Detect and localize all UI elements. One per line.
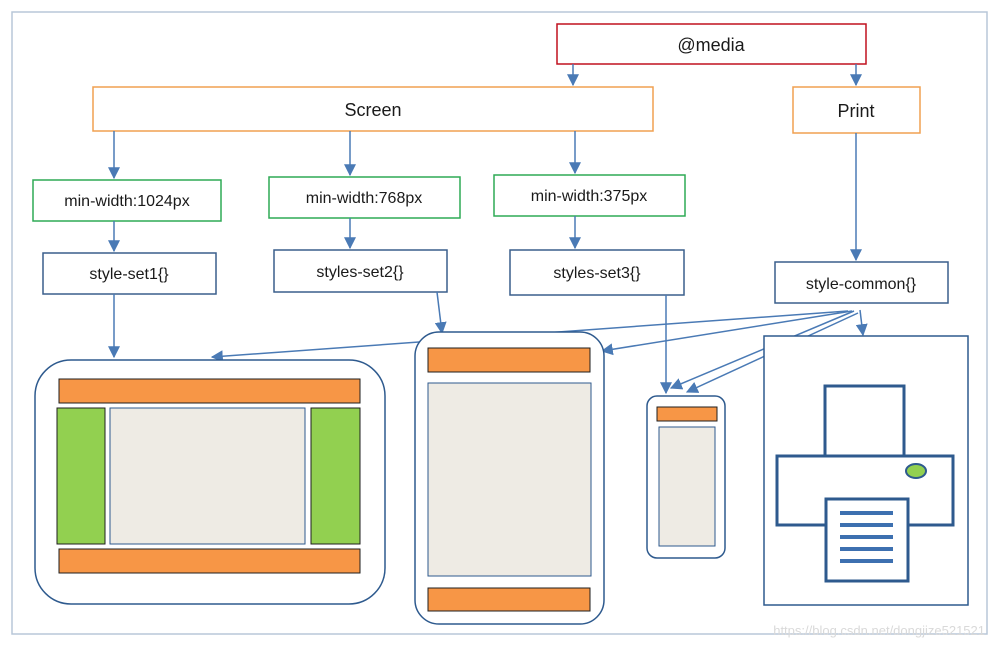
tablet-footer-bar bbox=[427, 587, 591, 612]
printer-status-light bbox=[905, 463, 927, 479]
desktop-header-bar bbox=[58, 378, 361, 404]
watermark: https://blog.csdn.net/dongjize521521 bbox=[773, 623, 985, 638]
style-set1-label: style-set1{} bbox=[89, 266, 169, 283]
style-set1-node: style-set1{} bbox=[42, 252, 217, 295]
style-set3-label: styles-set3{} bbox=[553, 265, 641, 282]
phone-content bbox=[658, 426, 716, 547]
style-set2-label: styles-set2{} bbox=[316, 264, 404, 281]
mq-375-label: min-width:375px bbox=[531, 188, 648, 205]
mq-768-node: min-width:768px bbox=[268, 176, 461, 219]
print-node: Print bbox=[792, 86, 921, 134]
style-common-label: style-common{} bbox=[806, 276, 917, 293]
screen-node: Screen bbox=[92, 86, 654, 132]
style-common-node: style-common{} bbox=[774, 261, 949, 304]
arrow-common-printer bbox=[855, 309, 868, 337]
mq-1024-label: min-width:1024px bbox=[64, 193, 189, 210]
tablet-device bbox=[414, 331, 605, 625]
mq-375-node: min-width:375px bbox=[493, 174, 686, 217]
phone-header-bar bbox=[656, 406, 718, 422]
desktop-left-sidebar bbox=[56, 407, 106, 545]
mq-1024-node: min-width:1024px bbox=[32, 179, 222, 222]
arrow-set2-tablet bbox=[434, 291, 447, 335]
media-label: @media bbox=[677, 35, 745, 55]
mq-768-label: min-width:768px bbox=[306, 190, 423, 207]
desktop-device bbox=[34, 359, 386, 605]
screen-label: Screen bbox=[344, 100, 401, 120]
style-set2-node: styles-set2{} bbox=[273, 249, 448, 293]
style-set3-node: styles-set3{} bbox=[509, 249, 685, 296]
desktop-right-sidebar bbox=[310, 407, 361, 545]
desktop-content bbox=[109, 407, 306, 545]
printer-icon bbox=[775, 384, 955, 583]
arrow-common-tablet bbox=[600, 310, 853, 356]
tablet-content bbox=[427, 382, 592, 577]
media-node: @media bbox=[556, 23, 867, 65]
phone-device bbox=[646, 395, 726, 559]
desktop-footer-bar bbox=[58, 548, 361, 574]
arrow-common-phone-a bbox=[669, 310, 855, 390]
print-label: Print bbox=[837, 101, 874, 121]
printer-panel bbox=[763, 335, 969, 606]
tablet-header-bar bbox=[427, 347, 591, 373]
